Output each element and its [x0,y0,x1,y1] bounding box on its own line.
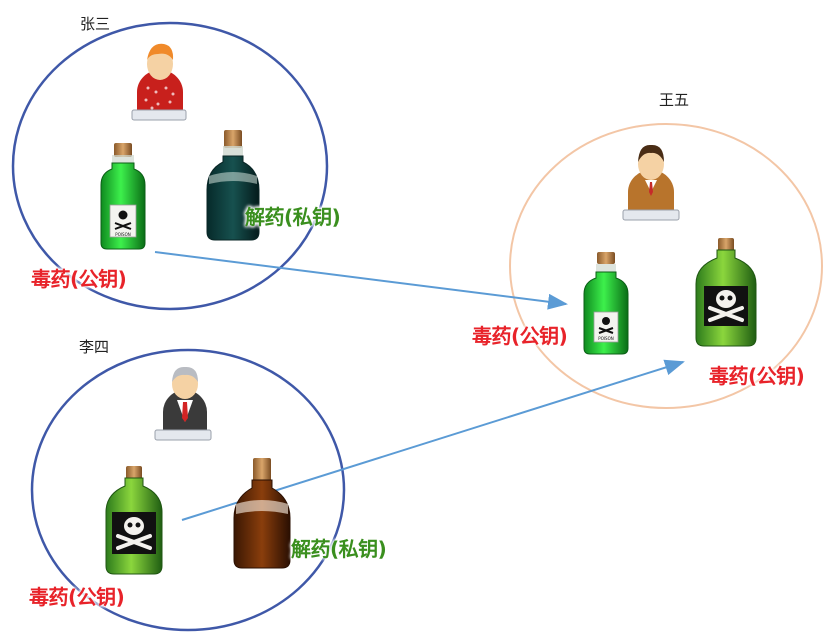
lisi-private-key-label: 解药(私钥) [291,537,387,561]
poison-text: POISON [598,336,613,341]
zhangsan-name-label: 张三 [80,15,111,33]
wangwu-poison-bottle-b-icon [695,238,757,347]
lisi-public-key-label: 毒药(公钥) [29,585,125,609]
lisi-circle [30,348,346,632]
wangwu-public-key-a-label: 毒药(公钥) [472,324,568,348]
lisi-poison-bottle-icon [105,466,163,575]
poison-text: POISON [115,232,130,237]
wangwu-avatar-icon [622,144,680,221]
zhangsan-private-key-label: 解药(私钥) [245,205,341,229]
wangwu-public-key-b-label: 毒药(公钥) [709,364,805,388]
lisi-antidote-bottle-icon [233,458,291,569]
wangwu-name-label: 王五 [659,91,690,109]
wangwu-circle [509,123,823,409]
zhangsan-public-key-label: 毒药(公钥) [31,267,127,291]
zhangsan-poison-bottle-icon: POISON [100,143,146,250]
wangwu-poison-bottle-a-icon: POISON [583,252,629,355]
zhangsan-circle [11,21,329,311]
zhangsan-antidote-bottle-icon [206,130,260,241]
zhangsan-avatar-icon [131,43,187,121]
arrow-zhangsan-to-wangwu [154,251,568,310]
lisi-avatar-icon [154,366,212,441]
lisi-name-label: 李四 [79,338,110,356]
